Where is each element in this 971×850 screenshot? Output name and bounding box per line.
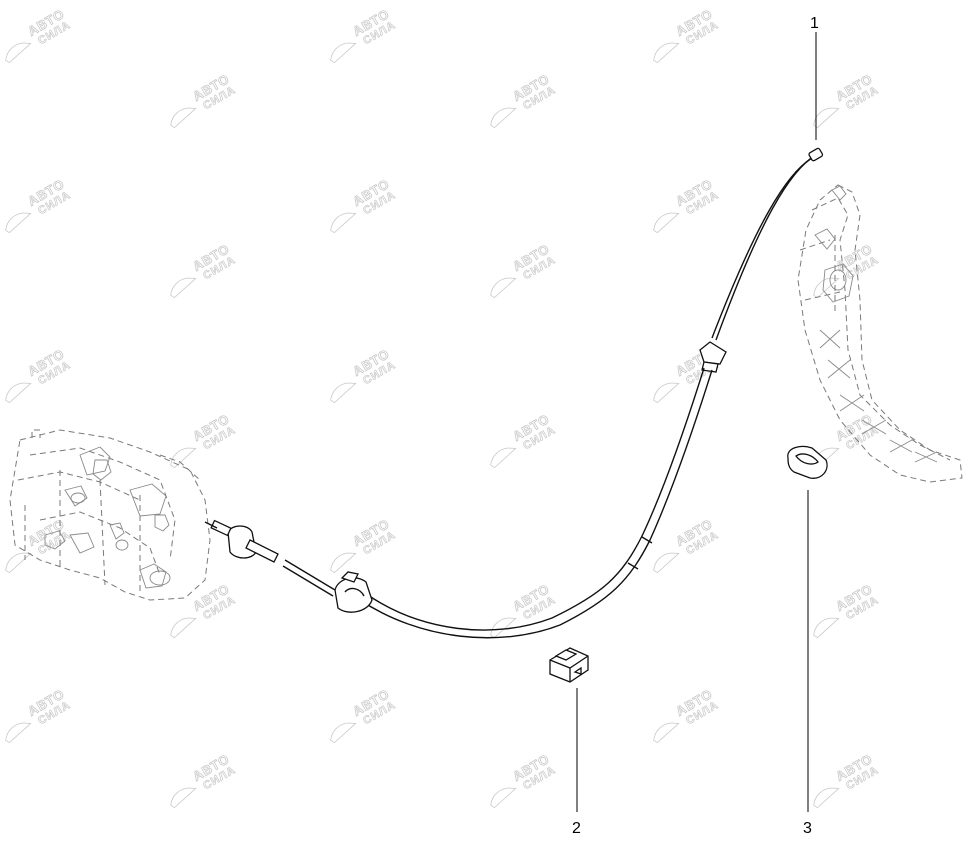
watermark-car-icon bbox=[490, 447, 517, 469]
watermark-car-icon bbox=[5, 42, 32, 64]
watermark-car-icon bbox=[653, 382, 680, 404]
watermark-car-icon bbox=[653, 212, 680, 234]
part-2-clip bbox=[549, 647, 589, 683]
watermark-car-icon bbox=[490, 107, 517, 129]
clutch-cable bbox=[204, 147, 824, 639]
watermark-car-icon bbox=[170, 617, 197, 639]
watermark-car-icon bbox=[170, 447, 197, 469]
watermark-car-icon bbox=[330, 212, 357, 234]
watermark-car-icon bbox=[330, 552, 357, 574]
watermark-car-icon bbox=[170, 787, 197, 809]
watermark-car-icon bbox=[653, 42, 680, 64]
callout-3-label: 3 bbox=[803, 820, 812, 837]
watermark-car-icon bbox=[490, 787, 517, 809]
watermark-car-icon bbox=[5, 722, 32, 744]
callout-2: 2 bbox=[572, 688, 581, 837]
watermark-car-icon bbox=[5, 382, 32, 404]
clutch-pedal bbox=[797, 184, 963, 483]
callout-2-label: 2 bbox=[572, 820, 581, 837]
callout-1-label: 1 bbox=[810, 15, 819, 32]
part-3-bushing bbox=[787, 445, 828, 479]
watermark-car-icon bbox=[813, 787, 840, 809]
transmission-housing bbox=[9, 429, 211, 601]
watermark-car-icon bbox=[653, 552, 680, 574]
watermark-car-icon bbox=[170, 107, 197, 129]
watermark-car-icon bbox=[813, 107, 840, 129]
callout-1: 1 bbox=[810, 15, 819, 140]
watermark-car-icon bbox=[653, 722, 680, 744]
watermark-car-icon bbox=[490, 277, 517, 299]
watermark-car-icon bbox=[490, 617, 517, 639]
watermark-car-icon bbox=[330, 382, 357, 404]
callout-3: 3 bbox=[803, 490, 812, 837]
watermark-car-icon bbox=[5, 212, 32, 234]
watermark-car-icon bbox=[330, 42, 357, 64]
watermark-car-icon bbox=[813, 617, 840, 639]
watermark-car-icon bbox=[170, 277, 197, 299]
watermark-car-icon bbox=[330, 722, 357, 744]
watermark-car-icon bbox=[5, 552, 32, 574]
